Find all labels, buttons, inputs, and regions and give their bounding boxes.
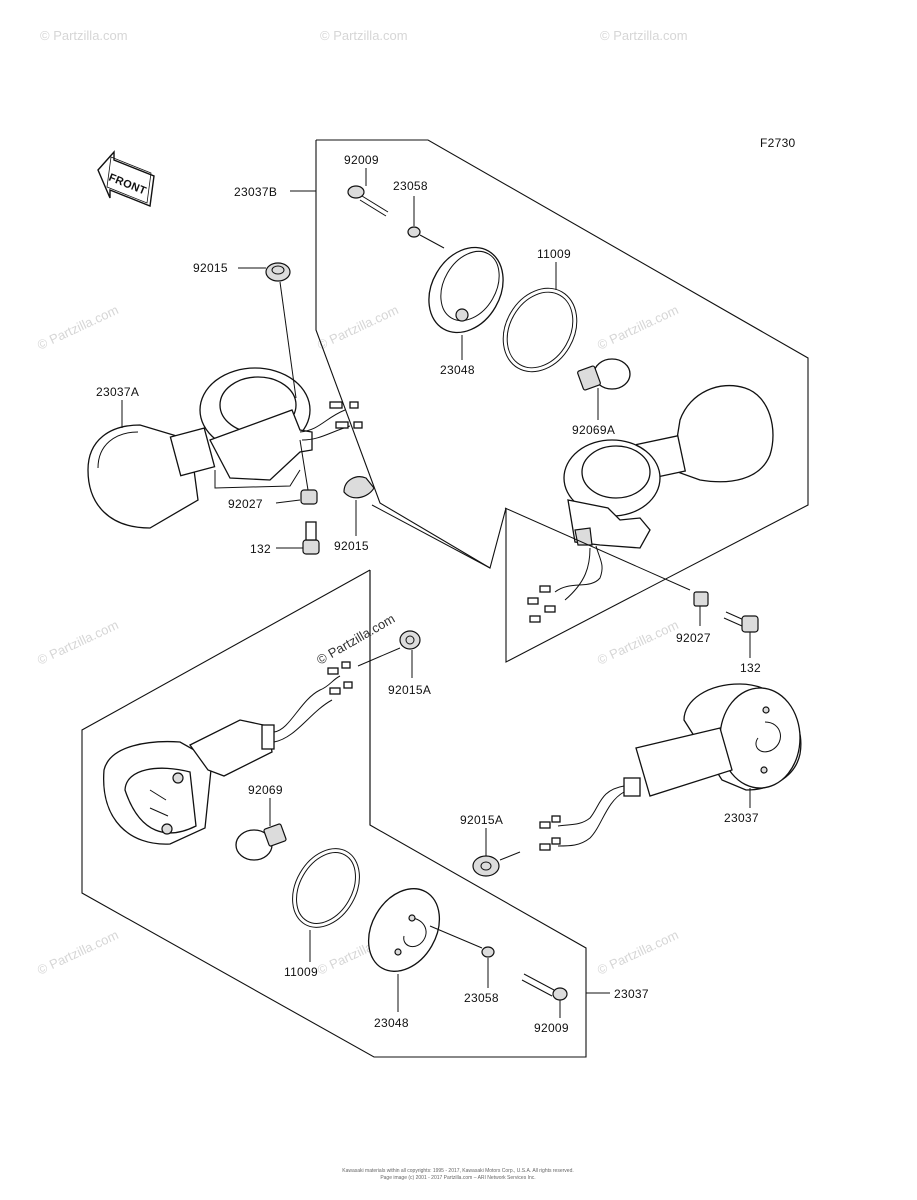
callout-11009-top: 11009 bbox=[537, 247, 571, 261]
nut-23058-top bbox=[407, 226, 421, 238]
turn-signal-23037b bbox=[527, 384, 774, 623]
watermark: © Partzilla.com bbox=[35, 617, 121, 668]
callout-132-left: 132 bbox=[250, 542, 271, 556]
callout-23037-right: 23037 bbox=[724, 811, 759, 825]
bulb-92069a bbox=[577, 358, 631, 391]
nut-92015a-lower bbox=[472, 855, 500, 877]
collar-92027-left bbox=[300, 489, 318, 505]
callout-92015a-upper: 92015A bbox=[388, 683, 431, 697]
watermark: © Partzilla.com bbox=[600, 28, 688, 43]
callout-11009-bottom: 11009 bbox=[284, 965, 318, 979]
callout-23037b: 23037B bbox=[234, 185, 277, 199]
watermark: © Partzilla.com bbox=[595, 927, 681, 978]
lens-23048-bottom bbox=[367, 888, 441, 972]
callout-23048-top: 23048 bbox=[440, 363, 475, 377]
screw-92009-top bbox=[347, 185, 389, 217]
lens-rim-23048-top bbox=[428, 246, 504, 334]
watermark: © Partzilla.com bbox=[40, 28, 128, 43]
copyright-line-2: Page image (c) 2001 - 2017 Partzilla.com… bbox=[380, 1175, 535, 1181]
bolt-132-right bbox=[723, 611, 759, 633]
callout-92009-bottom: 92009 bbox=[534, 1021, 569, 1035]
leader-lines bbox=[121, 168, 751, 1018]
callout-23048-bottom: 23048 bbox=[374, 1016, 409, 1030]
screw-92009-bottom bbox=[521, 973, 568, 1001]
callout-23037-bottom: 23037 bbox=[614, 987, 649, 1001]
callout-labels: 23037B 92009 23058 11009 92015 23048 230… bbox=[96, 153, 761, 1035]
bulb-92069 bbox=[235, 823, 287, 861]
gasket-11009-bottom bbox=[292, 848, 360, 928]
gasket-11009-top bbox=[502, 287, 578, 373]
callout-23037a: 23037A bbox=[96, 385, 139, 399]
bolt-132-left bbox=[302, 521, 320, 555]
turn-signal-23037-lower bbox=[103, 661, 353, 845]
callout-132-right: 132 bbox=[740, 661, 761, 675]
callout-92009-top: 92009 bbox=[344, 153, 379, 167]
upper-assembly-outline bbox=[315, 139, 809, 663]
watermark: © Partzilla.com bbox=[35, 302, 121, 353]
nut-92015a-upper bbox=[399, 630, 421, 650]
callout-92027-left: 92027 bbox=[228, 497, 263, 511]
callout-23058-bottom: 23058 bbox=[464, 991, 499, 1005]
callout-92015-top: 92015 bbox=[193, 261, 228, 275]
figure-code: F2730 bbox=[760, 136, 796, 150]
turn-signal-23037a bbox=[87, 367, 363, 529]
turn-signal-23037-right bbox=[539, 683, 802, 851]
callout-92069a: 92069A bbox=[572, 423, 615, 437]
watermark: © Partzilla.com bbox=[595, 302, 681, 353]
callout-92069: 92069 bbox=[248, 783, 283, 797]
nut-23058-bottom bbox=[481, 946, 495, 958]
callout-23058-top: 23058 bbox=[393, 179, 428, 193]
watermark: © Partzilla.com bbox=[35, 927, 121, 978]
nut-92015-top bbox=[265, 262, 291, 282]
watermark: © Partzilla.com bbox=[315, 302, 401, 353]
callout-92015-mid: 92015 bbox=[334, 539, 369, 553]
grommet-92015-mid bbox=[343, 476, 375, 499]
front-arrow-icon: FRONT bbox=[97, 150, 155, 207]
collar-92027-right bbox=[693, 591, 709, 607]
center-watermark: © Partzilla.com bbox=[314, 611, 397, 668]
callout-92027-right: 92027 bbox=[676, 631, 711, 645]
copyright-line-1: Kawasaki materials within all copyrights… bbox=[342, 1168, 574, 1174]
watermark: © Partzilla.com bbox=[320, 28, 408, 43]
watermark: © Partzilla.com bbox=[595, 617, 681, 668]
lower-assembly-outline bbox=[81, 569, 587, 1058]
callout-92015a-lower: 92015A bbox=[460, 813, 503, 827]
